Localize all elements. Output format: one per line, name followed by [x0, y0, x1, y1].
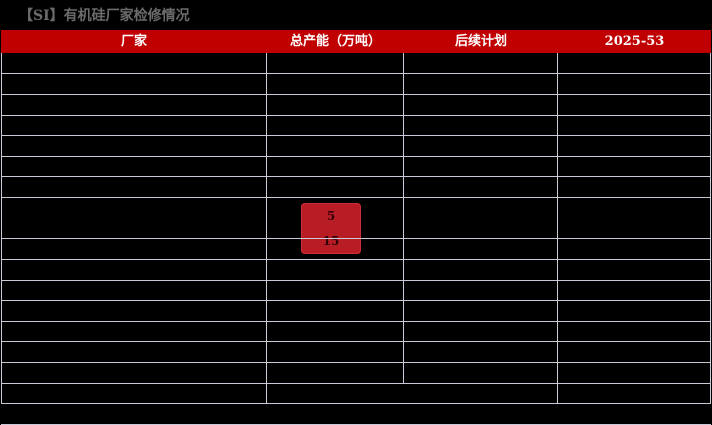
table-cell: [557, 321, 710, 341]
grid-line: [710, 300, 711, 322]
table-cell: [557, 362, 710, 383]
table-cell: [266, 300, 403, 321]
table-cell: [1, 135, 266, 156]
table-cell: [1, 280, 266, 300]
table-cell: [1, 300, 266, 321]
table-cell: [266, 176, 403, 197]
table-cell: [1, 321, 266, 341]
table-cell: [1, 53, 266, 73]
table-cell: [1, 73, 266, 94]
grid-line: [710, 176, 711, 198]
grid-line: [710, 383, 711, 404]
table-cell: [557, 197, 710, 238]
table-cell: [403, 259, 557, 280]
table-cell: [403, 341, 557, 362]
table-cell: [266, 383, 557, 403]
table-cell: [403, 197, 557, 238]
grid-line: [710, 280, 711, 301]
table-cell: [403, 73, 557, 94]
table-cell: [557, 53, 710, 73]
watermark-text-1: 5: [326, 209, 336, 223]
grid-line: [710, 135, 711, 157]
grid-line: [710, 321, 711, 342]
table-cell: [557, 115, 710, 135]
table-cell: [266, 280, 403, 300]
grid-line: [710, 259, 711, 281]
table-cell: [1, 156, 266, 176]
table-cell: [403, 156, 557, 176]
table-cell: [403, 362, 557, 383]
table-cell: [557, 300, 710, 321]
table-cell: [557, 135, 710, 156]
column-header-manufacturer: 厂家: [120, 34, 147, 49]
table-cell: [1, 176, 266, 197]
table-cell: [266, 53, 403, 73]
grid-line: [710, 115, 711, 136]
table-cell: [266, 259, 403, 280]
page-title: 【SI】有机硅厂家检修情况: [19, 8, 190, 24]
table-cell: [403, 94, 557, 115]
column-header-plan: 后续计划: [454, 34, 507, 49]
table-header: 厂家 总产能（万吨） 后续计划 2025-53: [1, 30, 711, 53]
table-cell: [557, 341, 710, 362]
grid-line: [710, 156, 711, 177]
table-cell: [1, 383, 266, 403]
table-cell: [1, 115, 266, 135]
table-cell: [266, 94, 403, 115]
table-cell: [403, 176, 557, 197]
table-cell: [1, 197, 266, 238]
table-cell: [557, 259, 710, 280]
table-cell: [403, 115, 557, 135]
table-cell: [557, 94, 710, 115]
grid-line: [710, 238, 711, 260]
grid-line: [1, 403, 711, 404]
grid-line: [710, 73, 711, 95]
watermark-stamp: 5 15: [301, 203, 361, 254]
table-cell: [403, 135, 557, 156]
grid-line: [710, 197, 711, 239]
grid-line: [710, 94, 711, 116]
table-cell: [266, 341, 403, 362]
table-cell: [1, 362, 266, 383]
column-header-capacity: 总产能（万吨）: [289, 34, 381, 49]
table-cell: [403, 321, 557, 341]
table-cell: [266, 135, 403, 156]
table-cell: [266, 115, 403, 135]
table-cell: [1, 94, 266, 115]
grid-line: [710, 341, 711, 363]
table-cell: [1, 259, 266, 280]
table-cell: [266, 321, 403, 341]
watermark-text-2: 15: [322, 234, 340, 248]
table-cell: [557, 73, 710, 94]
table-cell: [403, 280, 557, 300]
table-cell: [266, 156, 403, 176]
table-cell: [557, 156, 710, 176]
table-cell: [1, 341, 266, 362]
table-cell: [403, 300, 557, 321]
table-cell: [403, 238, 557, 259]
column-header-week: 2025-53: [604, 34, 665, 49]
table-cell: [266, 73, 403, 94]
grid-line: [710, 362, 711, 384]
table-cell: [266, 362, 403, 383]
table-cell: [1, 238, 266, 259]
grid-line: [710, 53, 711, 74]
table-cell: [403, 53, 557, 73]
table-cell: [557, 280, 710, 300]
table-cell: [557, 238, 710, 259]
table-cell: [557, 383, 710, 403]
table-cell: [557, 176, 710, 197]
